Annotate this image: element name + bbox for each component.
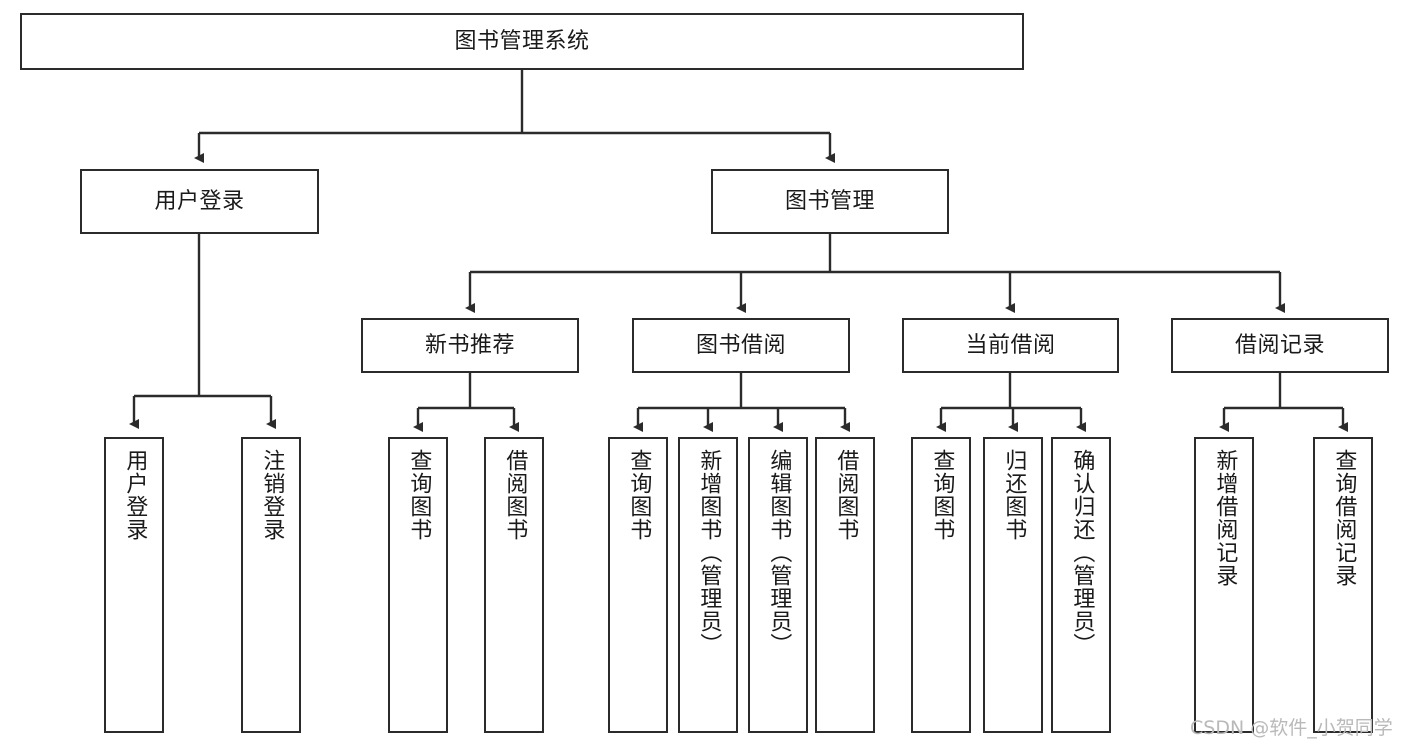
leaf-return-book[interactable]: 归还图书 bbox=[983, 437, 1043, 733]
node-user-login[interactable]: 用户登录 bbox=[80, 169, 319, 234]
leaf-user-login[interactable]: 用户登录 bbox=[104, 437, 164, 733]
leaf-query-book-current[interactable]: 查询图书 bbox=[911, 437, 971, 733]
csdn-watermark: CSDN @软件_小贺同学 bbox=[1190, 717, 1393, 739]
leaf-query-borrow-record[interactable]: 查询借阅记录 bbox=[1313, 437, 1373, 733]
node-label: 查询图书 bbox=[929, 449, 955, 541]
leaf-borrow-book[interactable]: 借阅图书 bbox=[815, 437, 875, 733]
node-new-book-recommend[interactable]: 新书推荐 bbox=[361, 318, 579, 373]
leaf-query-book-borrow[interactable]: 查询图书 bbox=[608, 437, 668, 733]
node-label: 当前借阅 bbox=[965, 332, 1056, 358]
node-label: 借阅图书 bbox=[502, 449, 528, 541]
node-borrow-record[interactable]: 借阅记录 bbox=[1171, 318, 1389, 373]
node-label: 图书借阅 bbox=[695, 332, 786, 358]
node-label: 编辑图书（管理员） bbox=[766, 449, 792, 656]
leaf-confirm-return-admin[interactable]: 确认归还（管理员） bbox=[1051, 437, 1111, 733]
node-label: 用户登录 bbox=[122, 449, 148, 541]
node-label: 新增图书（管理员） bbox=[696, 449, 722, 656]
node-book-borrow[interactable]: 图书借阅 bbox=[632, 318, 850, 373]
node-label: 归还图书 bbox=[1001, 449, 1027, 541]
leaf-add-borrow-record[interactable]: 新增借阅记录 bbox=[1194, 437, 1254, 733]
node-label: 借阅图书 bbox=[833, 449, 859, 541]
node-label: 新书推荐 bbox=[424, 332, 515, 358]
node-book-management[interactable]: 图书管理 bbox=[711, 169, 949, 234]
node-label: 图书管理系统 bbox=[454, 28, 590, 54]
node-label: 用户登录 bbox=[154, 188, 245, 214]
node-label: 查询借阅记录 bbox=[1331, 449, 1357, 587]
node-label: 借阅记录 bbox=[1234, 332, 1325, 358]
node-root-system[interactable]: 图书管理系统 bbox=[20, 13, 1024, 70]
node-label: 查询图书 bbox=[406, 449, 432, 541]
leaf-edit-book-admin[interactable]: 编辑图书（管理员） bbox=[748, 437, 808, 733]
node-current-borrow[interactable]: 当前借阅 bbox=[902, 318, 1119, 373]
node-label: 确认归还（管理员） bbox=[1069, 449, 1095, 656]
node-label: 新增借阅记录 bbox=[1212, 449, 1238, 587]
node-label: 注销登录 bbox=[259, 449, 285, 541]
node-label: 图书管理 bbox=[784, 188, 875, 214]
leaf-borrow-book-recommend[interactable]: 借阅图书 bbox=[484, 437, 544, 733]
leaf-query-book-recommend[interactable]: 查询图书 bbox=[388, 437, 448, 733]
leaf-user-logout[interactable]: 注销登录 bbox=[241, 437, 301, 733]
leaf-add-book-admin[interactable]: 新增图书（管理员） bbox=[678, 437, 738, 733]
node-label: 查询图书 bbox=[626, 449, 652, 541]
